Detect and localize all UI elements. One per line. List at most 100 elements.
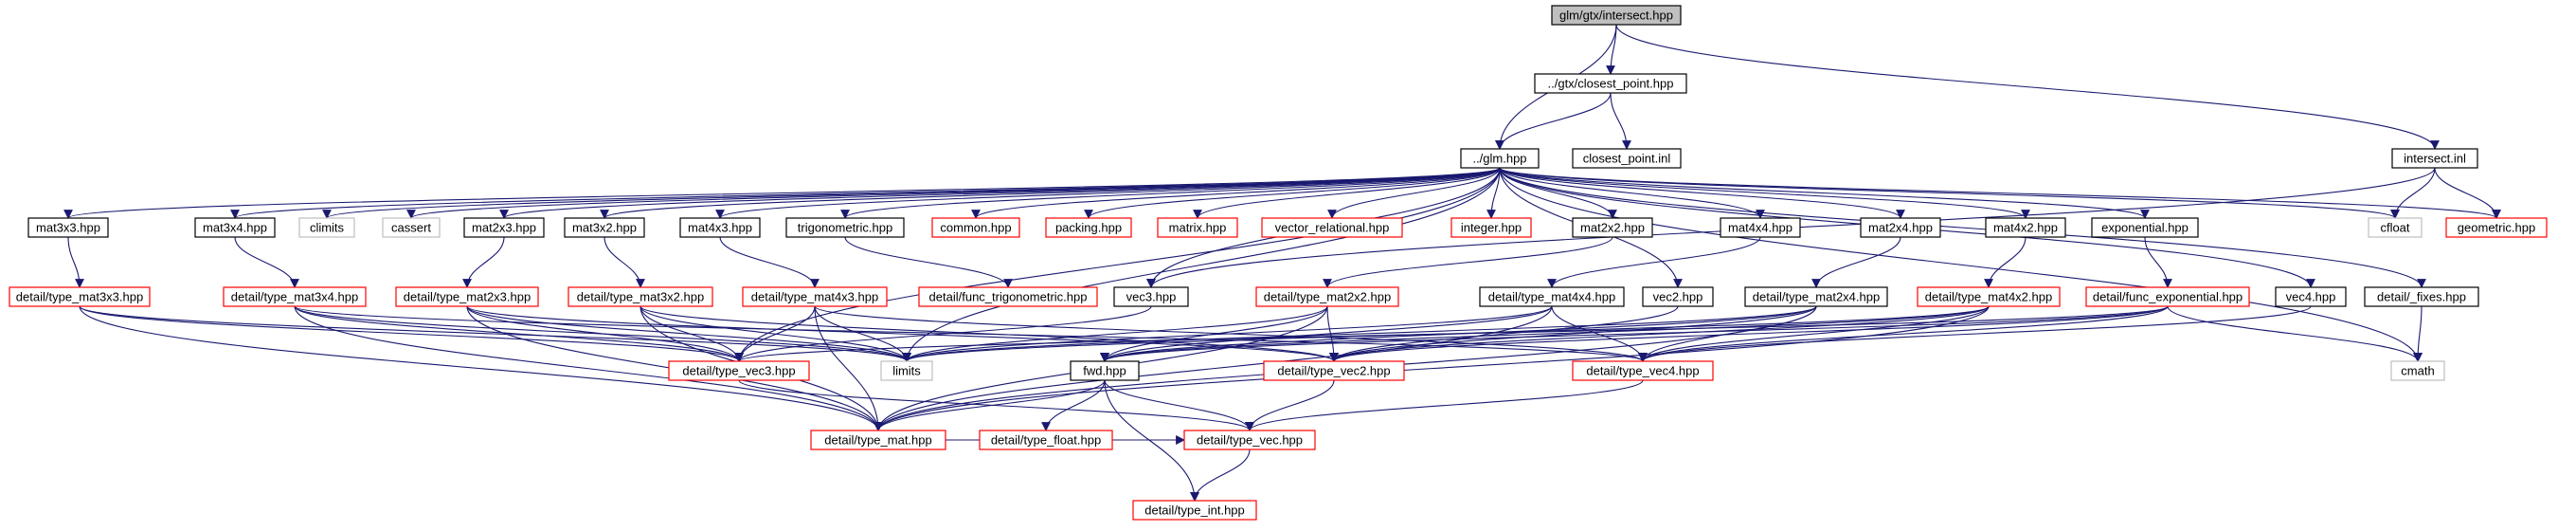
node-glm-hpp[interactable]: ../glm.hpp (1460, 148, 1540, 169)
node-type-float-hpp[interactable]: detail/type_float.hpp (979, 430, 1113, 450)
edge-closest_point_hpp-to-glm_hpp (1495, 92, 1612, 150)
node-type-vec3-hpp[interactable]: detail/type_vec3.hpp (668, 360, 810, 381)
node-vec4-hpp[interactable]: vec4.hpp (2275, 286, 2347, 307)
node-intersect-inl[interactable]: intersect.inl (2391, 148, 2478, 169)
node-vec2-hpp[interactable]: vec2.hpp (1642, 286, 1714, 307)
node-label: ../glm.hpp (1472, 152, 1526, 166)
node-geometric-hpp[interactable]: geometric.hpp (2445, 217, 2548, 238)
edge-glm_hpp-to-cmath (1499, 167, 2423, 362)
edge-mat2x2_hpp-to-type_mat2x2_hpp (1323, 236, 1613, 288)
node-type-mat-hpp[interactable]: detail/type_mat.hpp (810, 430, 946, 450)
node-label: common.hpp (940, 221, 1011, 235)
node-matrix-hpp[interactable]: matrix.hpp (1157, 217, 1238, 238)
node-exponential-hpp[interactable]: exponential.hpp (2091, 217, 2199, 238)
node-box (2445, 217, 2548, 238)
node-label: exponential.hpp (2101, 221, 2189, 235)
node-box (1572, 217, 1653, 238)
node-closest-point-inl[interactable]: closest_point.inl (1572, 148, 1682, 169)
edge-func_exponential_hpp-to-fwd_hpp (1100, 305, 2169, 362)
node-type-mat2x4-hpp[interactable]: detail/type_mat2x4.hpp (1744, 286, 1888, 307)
edge-glm_hpp-to-mat4x2_hpp (1499, 167, 2030, 219)
node-label: detail/type_mat4x2.hpp (1925, 290, 2052, 304)
node-box (2368, 217, 2423, 238)
node-box (382, 217, 441, 238)
node-label: packing.hpp (1055, 221, 1122, 235)
edge-type_mat4x3_hpp-to-type_mat_hpp (814, 305, 883, 431)
node-type-mat2x2-hpp[interactable]: detail/type_mat2x2.hpp (1255, 286, 1399, 307)
node-mat4x4-hpp[interactable]: mat4x4.hpp (1720, 217, 1801, 238)
node-label: detail/type_mat2x2.hpp (1264, 290, 1391, 304)
node-type-mat4x2-hpp[interactable]: detail/type_mat4x2.hpp (1917, 286, 2061, 307)
edge-intersect_hpp-to-intersect_inl (1615, 24, 2440, 150)
node-box (2091, 217, 2199, 238)
node-cmath[interactable]: cmath (2390, 360, 2445, 381)
node-type-vec-hpp[interactable]: detail/type_vec.hpp (1183, 430, 1316, 450)
node-closest-point-hpp[interactable]: ../gtx/closest_point.hpp (1534, 73, 1687, 94)
node-mat2x2-hpp[interactable]: mat2x2.hpp (1572, 217, 1653, 238)
edge-glm_hpp-to-cfloat (1499, 167, 2400, 219)
node-packing-hpp[interactable]: packing.hpp (1045, 217, 1132, 238)
node-trigonometric-hpp[interactable]: trigonometric.hpp (785, 217, 905, 238)
node-mat2x4-hpp[interactable]: mat2x4.hpp (1860, 217, 1941, 238)
node-label: mat2x4.hpp (1868, 221, 1933, 235)
node-box (1183, 430, 1316, 450)
node-integer-hpp[interactable]: integer.hpp (1450, 217, 1532, 238)
node-type-mat4x4-hpp[interactable]: detail/type_mat4x4.hpp (1479, 286, 1625, 307)
edge-type_mat3x4_hpp-to-type_mat_hpp (294, 305, 883, 431)
node-box (742, 286, 888, 307)
node-cassert[interactable]: cassert (382, 217, 441, 238)
edge-func_exponential_hpp-to-cmath (2167, 305, 2423, 362)
edge-glm_hpp-to-climits (322, 167, 1501, 219)
edge-glm_hpp-to-matrix_hpp (1193, 167, 1501, 219)
node-type-mat3x3-hpp[interactable]: detail/type_mat3x3.hpp (9, 286, 151, 307)
node-box (1460, 148, 1540, 169)
node-mat3x4-hpp[interactable]: mat3x4.hpp (194, 217, 276, 238)
node-vec3-hpp[interactable]: vec3.hpp (1113, 286, 1189, 307)
node-box (2390, 360, 2445, 381)
node-func-trigonometric-hpp[interactable]: detail/func_trigonometric.hpp (918, 286, 1098, 307)
edge-vec4_hpp-to-type_vec4_hpp (1638, 305, 2312, 362)
edge-type_mat3x3_hpp-to-limits (79, 305, 911, 362)
node-type-mat3x4-hpp[interactable]: detail/type_mat3x4.hpp (223, 286, 367, 307)
node-type-vec2-hpp[interactable]: detail/type_vec2.hpp (1263, 360, 1405, 381)
node-label: mat4x3.hpp (688, 221, 752, 235)
node-box (2275, 286, 2347, 307)
node-box (1255, 286, 1399, 307)
node-limits[interactable]: limits (880, 360, 933, 381)
edge-type_mat4x2_hpp-to-type_mat_hpp (874, 305, 1990, 431)
node-type-mat2x3-hpp[interactable]: detail/type_mat2x3.hpp (395, 286, 539, 307)
node-box (223, 286, 367, 307)
node-mat4x2-hpp[interactable]: mat4x2.hpp (1985, 217, 2066, 238)
node-label: cmath (2401, 364, 2434, 378)
node-climits[interactable]: climits (298, 217, 355, 238)
node-mat4x3-hpp[interactable]: mat4x3.hpp (679, 217, 761, 238)
edge-type_mat4x4_hpp-to-limits (902, 305, 1553, 362)
node-type-vec4-hpp[interactable]: detail/type_vec4.hpp (1572, 360, 1714, 381)
node-mat3x2-hpp[interactable]: mat3x2.hpp (564, 217, 645, 238)
edge-intersect_inl-to-cfloat (2390, 167, 2436, 219)
node-label: detail/type_mat2x3.hpp (404, 290, 531, 304)
node-box (1261, 217, 1403, 238)
node-box (395, 286, 539, 307)
node-type-mat4x3-hpp[interactable]: detail/type_mat4x3.hpp (742, 286, 888, 307)
node-cfloat[interactable]: cfloat (2368, 217, 2423, 238)
node-mat2x3-hpp[interactable]: mat2x3.hpp (463, 217, 545, 238)
node-fwd-hpp[interactable]: fwd.hpp (1070, 360, 1140, 381)
node-mat3x3-hpp[interactable]: mat3x3.hpp (27, 217, 109, 238)
node-label: intersect.inl (2404, 152, 2466, 166)
node-label: mat4x4.hpp (1728, 221, 1792, 235)
node-box (679, 217, 761, 238)
node-fixes-hpp[interactable]: detail/_fixes.hpp (2364, 286, 2479, 307)
node-vector-relational-hpp[interactable]: vector_relational.hpp (1261, 217, 1403, 238)
edge-intersect_inl-to-geometric_hpp (2434, 167, 2501, 219)
edge-type_mat3x2_hpp-to-type_vec2_hpp (639, 305, 1339, 362)
node-type-int-hpp[interactable]: detail/type_int.hpp (1132, 500, 1257, 521)
edge-glm_hpp-to-fixes_hpp (1499, 167, 2426, 288)
edge-type_mat4x2_hpp-to-type_vec4_hpp (1638, 305, 1990, 362)
edge-type_mat3x3_hpp-to-type_mat_hpp (79, 305, 883, 431)
edge-exponential_hpp-to-func_exponential_hpp (2144, 236, 2172, 288)
node-common-hpp[interactable]: common.hpp (931, 217, 1020, 238)
node-func-exponential-hpp[interactable]: detail/func_exponential.hpp (2085, 286, 2250, 307)
node-intersect-hpp[interactable]: glm/gtx/intersect.hpp (1551, 5, 1682, 26)
node-type-mat3x2-hpp[interactable]: detail/type_mat3x2.hpp (567, 286, 713, 307)
